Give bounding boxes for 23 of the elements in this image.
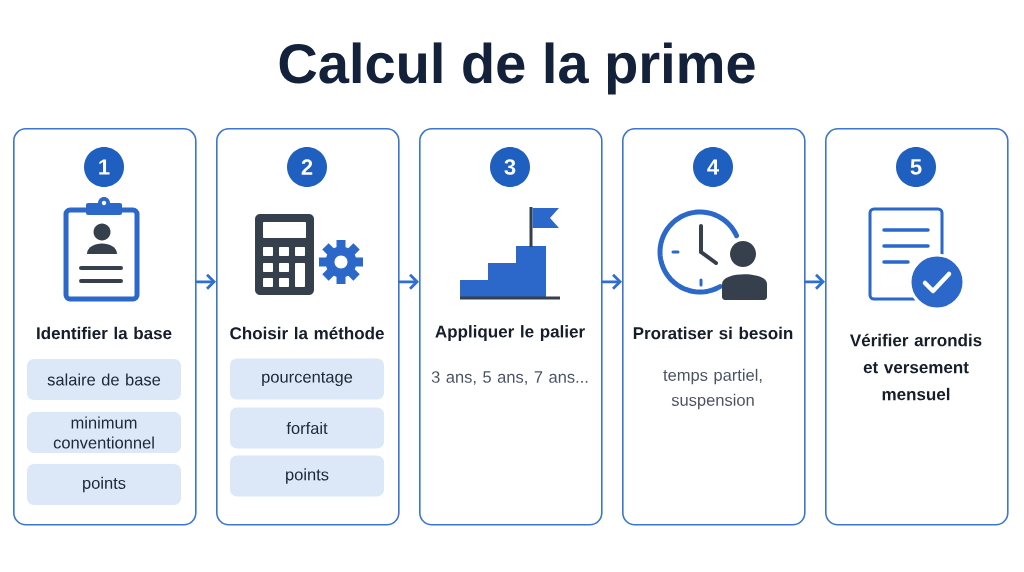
step-title: Choisir la méthode <box>230 326 384 340</box>
step-title: Identifier la base <box>37 326 172 340</box>
step-note: 3 ans, 5 ans, 7 ans... <box>431 371 588 385</box>
step-title: Proratiser si besoin <box>633 326 793 340</box>
step-number: 4 <box>693 147 733 187</box>
option-box: minimum conventionnel <box>27 412 181 453</box>
step-number: 3 <box>490 147 530 187</box>
option-box: salaire de base <box>27 359 181 400</box>
step-title: Vérifier arrondis et versement mensuel <box>850 333 982 401</box>
arrow <box>195 273 216 290</box>
step-number: 2 <box>287 147 327 187</box>
option-box: pourcentage <box>230 358 384 400</box>
step-number: 5 <box>896 147 936 187</box>
title: Calcul de la prime <box>279 42 755 95</box>
arrow <box>398 273 419 290</box>
option-box: points <box>27 464 181 505</box>
option-box: points <box>230 455 384 497</box>
step-title: Appliquer le palier <box>435 325 585 341</box>
step-number: 1 <box>84 147 124 187</box>
option-box: forfait <box>230 407 384 449</box>
step-note: temps partiel, suspension <box>663 368 762 410</box>
arrow <box>601 273 622 290</box>
arrow <box>804 273 825 290</box>
